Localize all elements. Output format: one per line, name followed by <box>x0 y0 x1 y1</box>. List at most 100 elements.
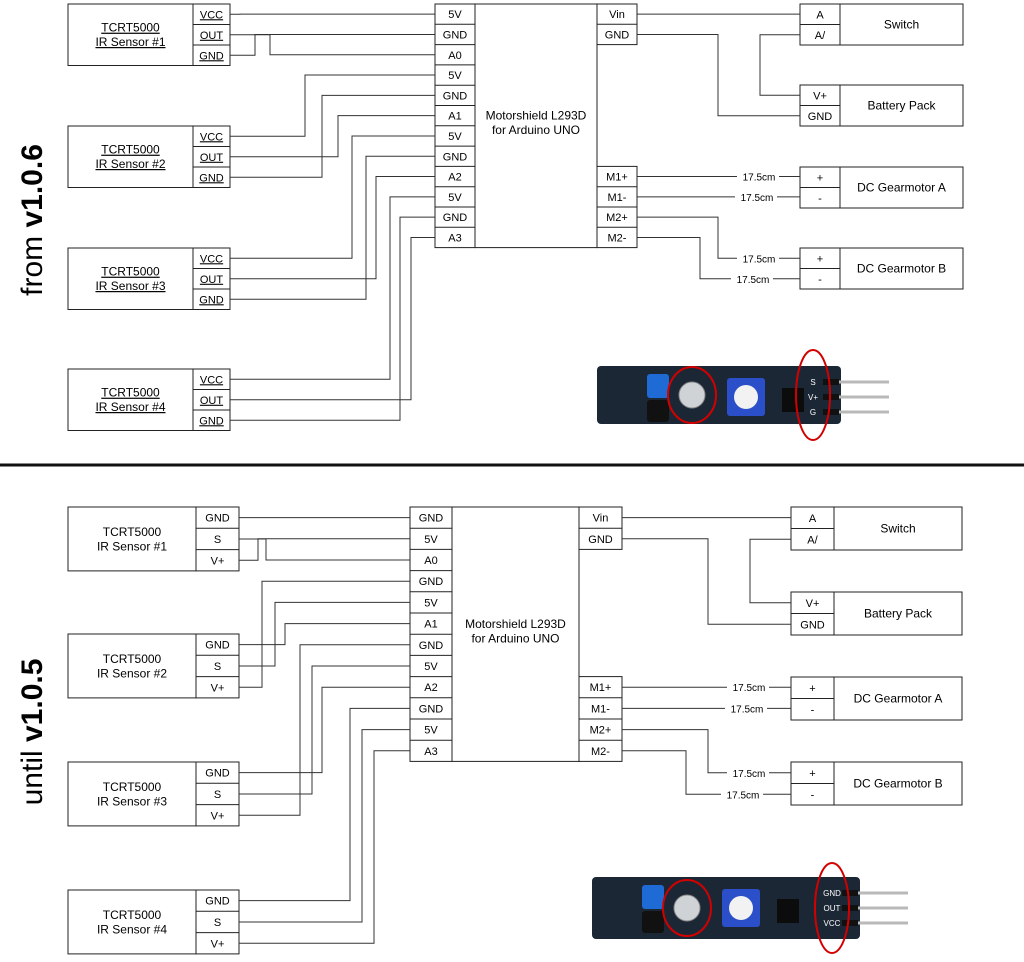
top-shield-pin-3: 5V <box>448 70 462 82</box>
bottom-sensor-4-pin-0: GND <box>205 896 230 908</box>
top-shield-power-pin-0: Vin <box>609 9 625 21</box>
bottom-wire-length-2: 17.5cm <box>733 769 766 780</box>
top-section: from v1.0.65VGNDA05VGNDA15VGNDA25VGNDA3V… <box>16 3 964 441</box>
top-shield-pin-0: 5V <box>448 9 462 21</box>
top-wire-switch-battery <box>759 34 800 96</box>
header-pin-base <box>842 890 858 896</box>
top-version-number: v1.0.6 <box>16 144 49 227</box>
chip <box>777 899 799 923</box>
top-shield-pin-1: GND <box>443 29 468 41</box>
bottom-motor_a-pin-0: + <box>809 683 815 695</box>
bottom-battery-pin-0: V+ <box>806 598 820 610</box>
top-shield-motor-pin-1: M1- <box>608 192 627 204</box>
bottom-battery-pin-1: GND <box>800 619 825 631</box>
bottom-shield-motor-pin-1: M1- <box>591 703 610 715</box>
ir-receiver <box>642 911 664 933</box>
top-sensor-wire-10 <box>230 216 435 421</box>
top-sensor-wire-9 <box>230 196 435 380</box>
bottom-sensor-wire-4 <box>239 601 410 667</box>
bottom-sensor-3-pin-1: S <box>214 789 221 801</box>
bottom-sensor-3-model: TCRT5000 <box>103 780 162 794</box>
top-sensor-wire-6 <box>230 135 435 259</box>
bottom-sensor-wire-1 <box>239 538 410 561</box>
top-sensor-2-model: TCRT5000 <box>101 143 160 157</box>
bottom-sensor-wire-6 <box>239 644 410 816</box>
top-sensor-wire-2 <box>230 34 435 56</box>
bottom-shield-pin-4: 5V <box>424 597 438 609</box>
top-board-label-1: V+ <box>808 393 818 402</box>
mount-hole <box>673 894 701 922</box>
bottom-switch-label: Switch <box>880 522 915 536</box>
top-sensor-4-pin-2: GND <box>199 415 224 427</box>
bottom-shield-power-pin-1: GND <box>588 534 613 546</box>
top-shield-pin-10: GND <box>443 212 468 224</box>
top-shield-motor-pin-0: M1+ <box>606 172 628 184</box>
bottom-motor_b-label: DC Gearmotor B <box>853 777 942 791</box>
bottom-shield-motor-pin-0: M1+ <box>590 682 612 694</box>
top-motor_b-pin-0: + <box>817 253 823 265</box>
header-pin <box>858 906 908 910</box>
bottom-sensor-4-pin-2: V+ <box>211 938 225 950</box>
bottom-sensor-wire-10 <box>239 729 410 923</box>
top-sensor-3-pin-1: OUT <box>200 274 224 286</box>
top-wire-m2 <box>637 216 737 259</box>
top-motor_a-pin-0: + <box>817 172 823 184</box>
top-sensor-4-pin-1: OUT <box>200 395 224 407</box>
header-pin <box>839 380 889 384</box>
bottom-sensor-wire-7 <box>239 665 410 795</box>
top-sensor-wire-7 <box>230 155 435 300</box>
mount-hole <box>678 381 706 409</box>
top-sensor-1-pins <box>192 3 231 66</box>
bottom-sensor-1-pin-0: GND <box>205 513 230 525</box>
bottom-sensor-3-pins <box>195 761 240 827</box>
bottom-shield-body <box>451 506 580 762</box>
bottom-shield-pin-1: 5V <box>424 534 438 546</box>
highlight-circle <box>662 879 712 937</box>
top-version-prefix: from <box>16 228 49 296</box>
bottom-sensor-wire-9 <box>239 707 410 902</box>
top-sensor-1-pin-0: VCC <box>200 9 223 21</box>
bottom-shield-pin-0: GND <box>419 513 444 525</box>
top-shield-pin-6: 5V <box>448 131 462 143</box>
bottom-sensor-1-pins <box>195 506 240 572</box>
bottom-shield-power-pin-0: Vin <box>593 513 609 525</box>
top-wire-gnd <box>637 33 800 117</box>
bottom-wire-m2 <box>622 729 727 774</box>
top-sensor-4-box <box>67 368 194 431</box>
ir-led <box>642 885 664 909</box>
bottom-sensor-3-pin-0: GND <box>205 768 230 780</box>
header-pin <box>839 410 889 414</box>
top-sensor-wire-8 <box>230 176 435 280</box>
bottom-sensor-2-name: IR Sensor #2 <box>97 667 167 681</box>
header-pin-base <box>842 920 858 926</box>
bottom-sensor-wire-2 <box>239 538 410 561</box>
top-sensor-3-pin-2: GND <box>199 294 224 306</box>
top-motor_b-label: DC Gearmotor B <box>857 262 946 276</box>
bottom-wire-length-1: 17.5cm <box>731 704 764 715</box>
ir-receiver <box>647 400 669 422</box>
bottom-sensor-1-pin-1: S <box>214 534 221 546</box>
top-shield-pin-8: A2 <box>448 172 461 184</box>
bottom-sensor-wire-11 <box>239 750 410 944</box>
top-shield-title-2: for Arduino UNO <box>492 123 580 137</box>
highlight-pins <box>795 349 831 441</box>
bottom-shield-pin-6: GND <box>419 640 444 652</box>
bottom-version-number: v1.0.5 <box>16 659 49 742</box>
top-sensor-1-pin-1: OUT <box>200 30 224 42</box>
chip <box>782 388 804 412</box>
top-battery-pin-0: V+ <box>813 90 827 102</box>
top-sensor-wire-5 <box>230 115 435 158</box>
top-sensor-3-model: TCRT5000 <box>101 265 160 279</box>
bottom-shield-motor-pin-3: M2- <box>591 746 610 758</box>
bottom-sensor-3-box <box>67 761 197 827</box>
top-wire-length-1: 17.5cm <box>741 193 774 204</box>
top-shield-pin-7: GND <box>443 151 468 163</box>
bottom-sensor-2-pin-1: S <box>214 661 221 673</box>
top-battery-box <box>839 84 964 127</box>
header-pin <box>839 395 889 399</box>
top-sensor-board-photo: SV+G <box>597 349 889 441</box>
top-motor_a-label: DC Gearmotor A <box>857 181 946 195</box>
bottom-sensor-4-box <box>67 889 197 955</box>
